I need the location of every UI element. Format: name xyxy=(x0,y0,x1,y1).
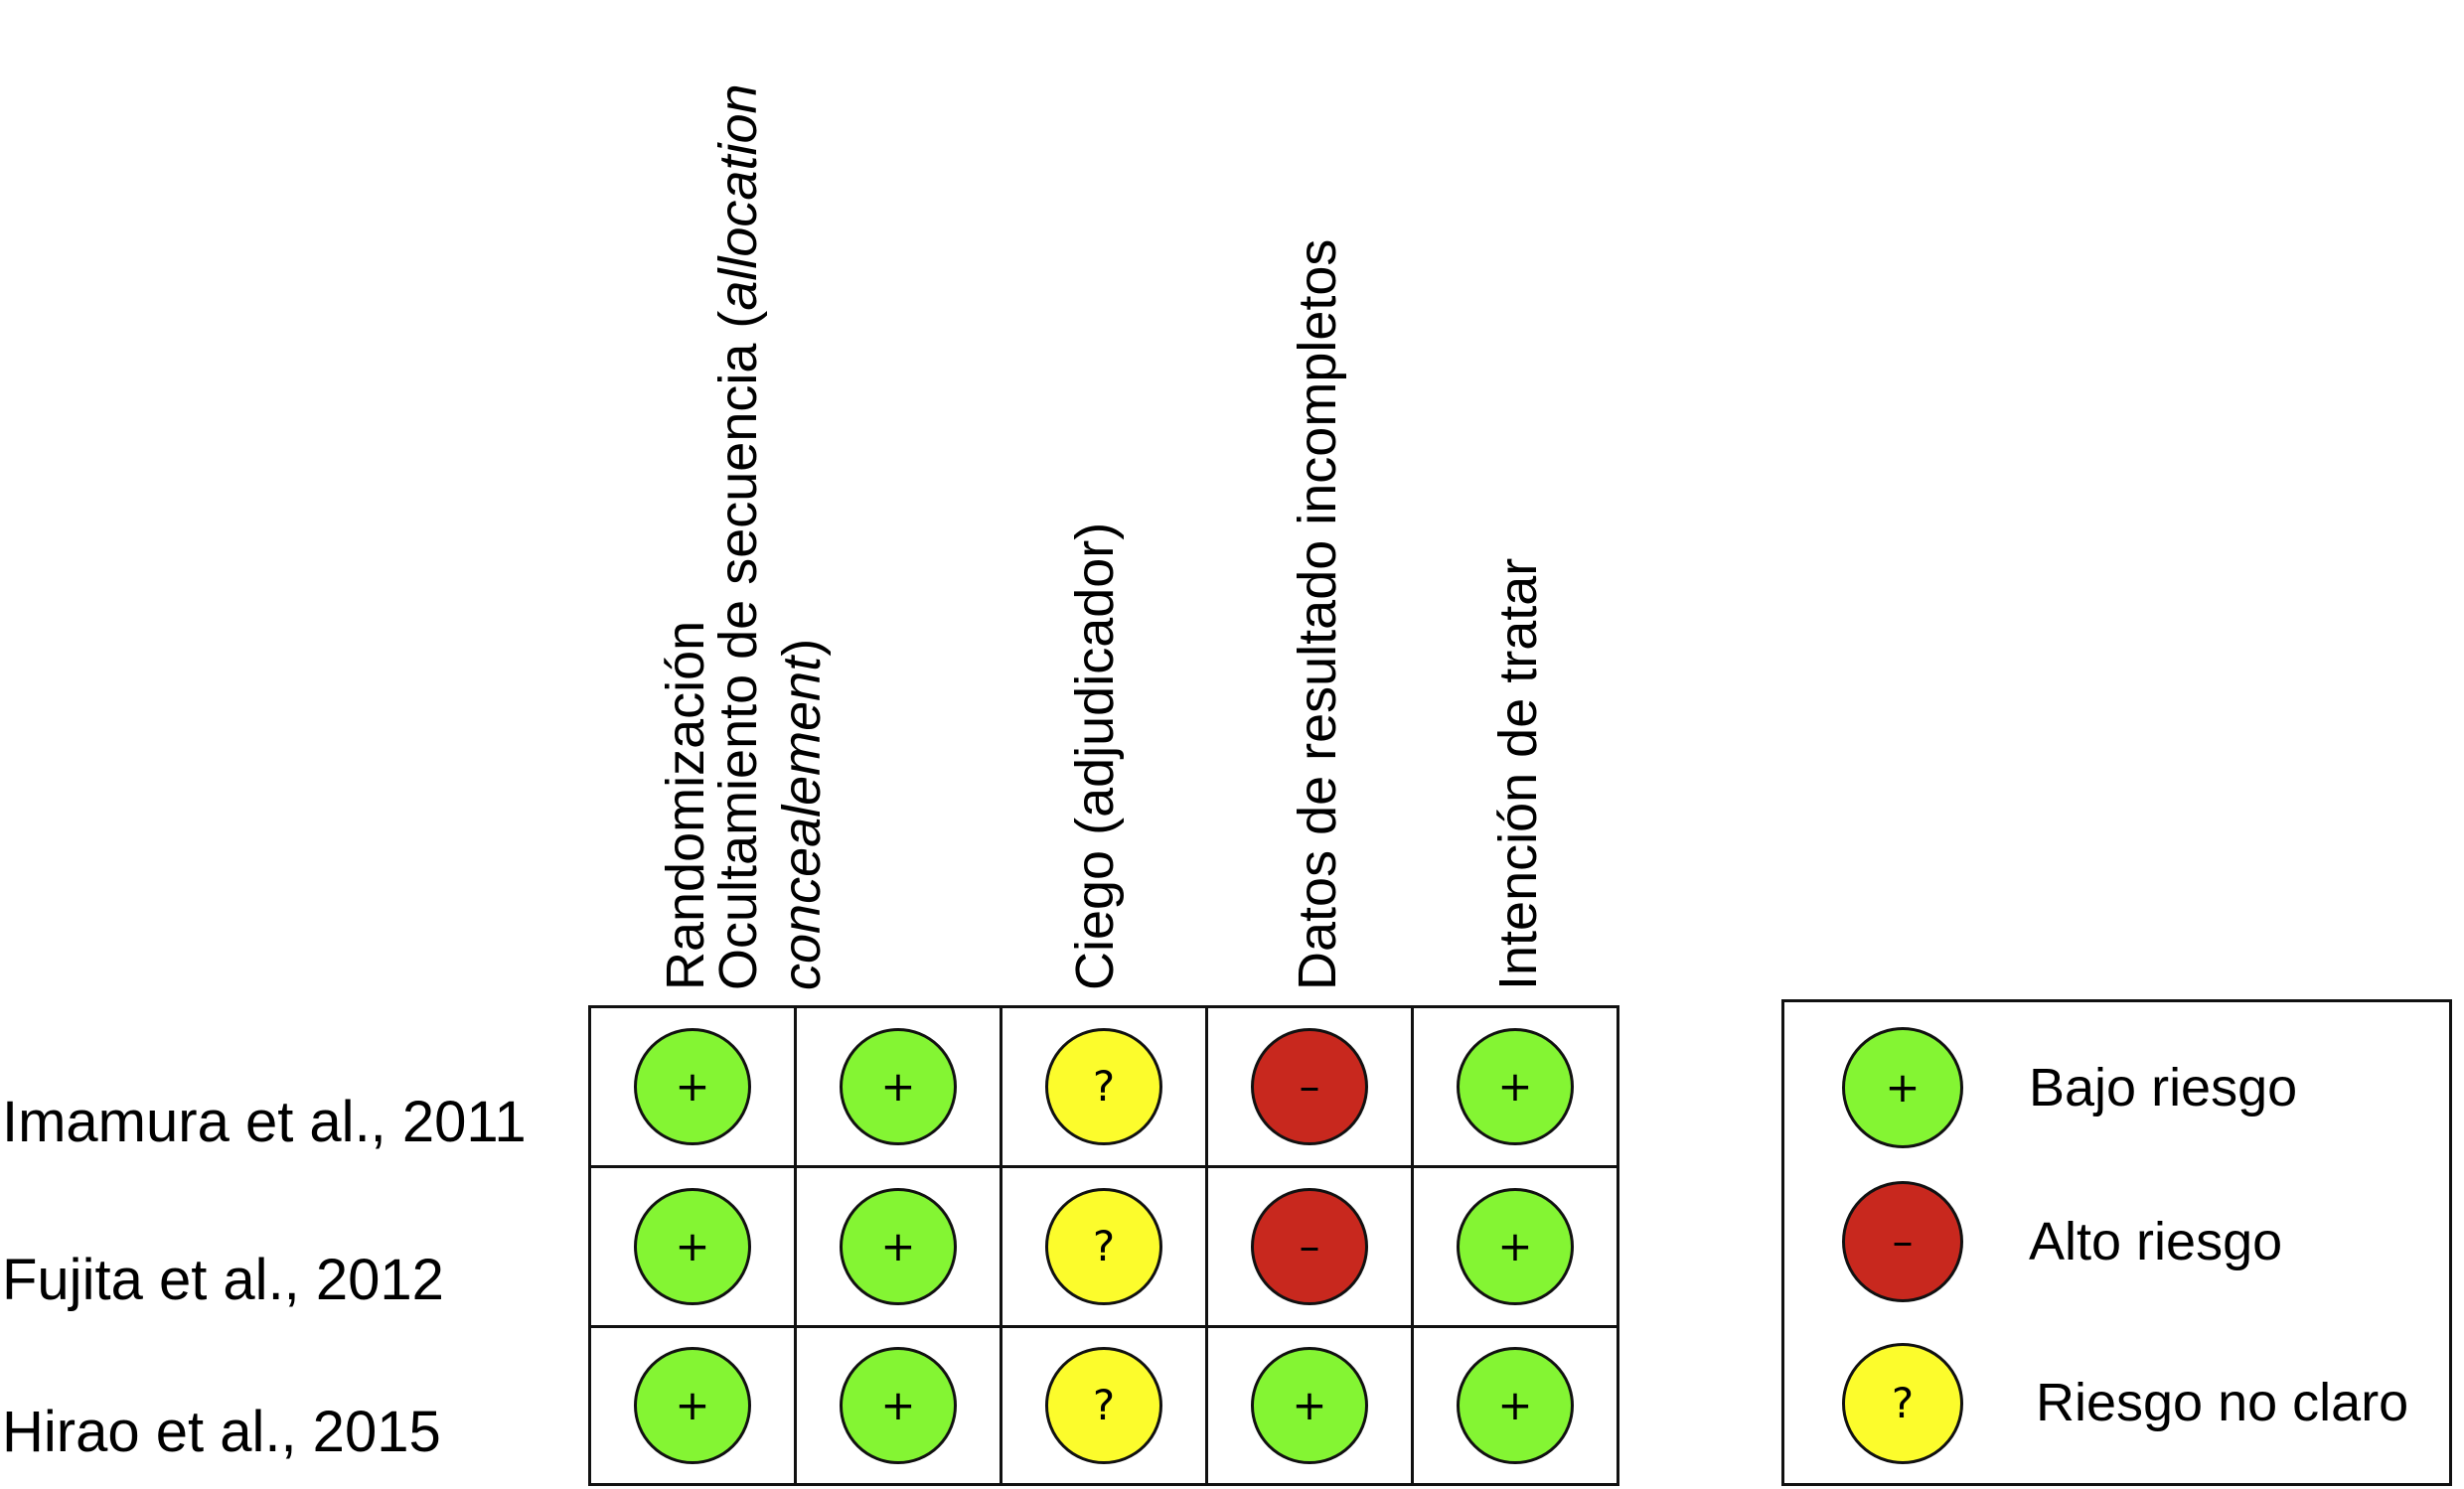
low-risk-icon: + xyxy=(840,1028,957,1145)
study-label-imamura: Imamura et al., 2011 xyxy=(2,1090,527,1154)
high-risk-icon: – xyxy=(1251,1028,1368,1145)
unclear-risk-icon: ? xyxy=(1045,1028,1162,1145)
study-label-fujita: Fujita et al., 2012 xyxy=(2,1248,444,1312)
grid-cell: + xyxy=(1414,1168,1617,1328)
legend-label-low: Bajo riesgo xyxy=(2029,1058,2298,1117)
low-risk-icon: + xyxy=(634,1188,751,1305)
column-header-label-line-2: concealement) xyxy=(770,83,834,990)
study-label-hirao: Hirao et al., 2015 xyxy=(2,1400,441,1464)
column-header-label-line-1: Ocultamiento de secuencia (allocation xyxy=(706,83,770,990)
grid-cell: ? xyxy=(1002,1328,1208,1483)
column-header-text-italic: allocation xyxy=(708,83,768,311)
legend-item-high: – xyxy=(1842,1181,1963,1302)
unclear-risk-icon: ? xyxy=(1842,1343,1963,1464)
low-risk-icon: + xyxy=(634,1028,751,1145)
grid-cell: + xyxy=(591,1008,797,1168)
legend-item-low: + xyxy=(1842,1027,1963,1148)
grid-cell: – xyxy=(1208,1168,1414,1328)
low-risk-icon: + xyxy=(840,1347,957,1464)
column-header-label: Intención de tratar xyxy=(1488,557,1548,990)
unclear-risk-icon: ? xyxy=(1045,1188,1162,1305)
low-risk-icon: + xyxy=(1842,1027,1963,1148)
column-header-text-italic: concealement xyxy=(772,656,832,990)
low-risk-icon: + xyxy=(1457,1188,1574,1305)
legend: + Bajo riesgo – Alto riesgo ? Riesgo no … xyxy=(1781,999,2452,1486)
grid-cell: + xyxy=(797,1328,1002,1483)
grid-cell: + xyxy=(797,1008,1002,1168)
grid-cell: + xyxy=(797,1168,1002,1328)
grid-cell: ? xyxy=(1002,1168,1208,1328)
legend-label-high: Alto riesgo xyxy=(2029,1212,2283,1271)
low-risk-icon: + xyxy=(1251,1347,1368,1464)
legend-label-unclear: Riesgo no claro xyxy=(2036,1373,2409,1432)
grid-cell: + xyxy=(1208,1328,1414,1483)
grid-cell: – xyxy=(1208,1008,1414,1168)
low-risk-icon: + xyxy=(1457,1028,1574,1145)
low-risk-icon: + xyxy=(840,1188,957,1305)
risk-of-bias-grid: ++?–+++?–+++?++ xyxy=(588,1005,1619,1486)
low-risk-icon: + xyxy=(634,1347,751,1464)
grid-cell: ? xyxy=(1002,1008,1208,1168)
grid-cell: + xyxy=(591,1168,797,1328)
unclear-risk-icon: ? xyxy=(1045,1347,1162,1464)
grid-cell: + xyxy=(1414,1008,1617,1168)
high-risk-icon: – xyxy=(1842,1181,1963,1302)
grid-cell: + xyxy=(1414,1328,1617,1483)
column-header-text: Ocultamiento de secuencia ( xyxy=(708,310,768,990)
high-risk-icon: – xyxy=(1251,1188,1368,1305)
column-header-label: Datos de resultado incompletos xyxy=(1288,238,1347,990)
low-risk-icon: + xyxy=(1457,1347,1574,1464)
column-header-label: Ciego (adjudicador) xyxy=(1065,521,1125,990)
grid-cell: + xyxy=(591,1328,797,1483)
column-header-text: ) xyxy=(772,638,832,657)
legend-item-unclear: ? xyxy=(1842,1343,1963,1464)
